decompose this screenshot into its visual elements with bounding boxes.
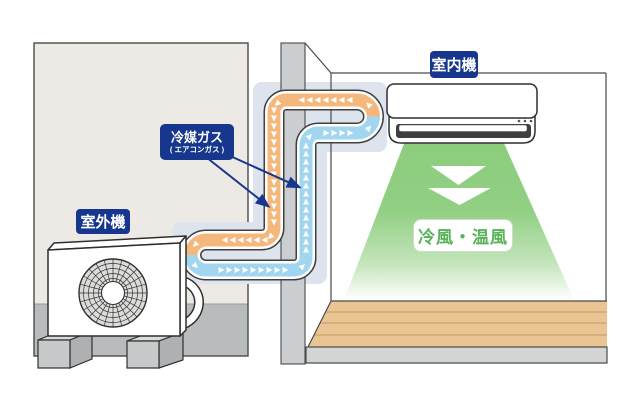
refrigerant-title: 冷媒ガス [170, 129, 223, 145]
indicator-lights [517, 119, 533, 123]
refrigerant-pipes [180, 89, 384, 281]
outdoor-unit-label: 室外機 [76, 209, 130, 234]
floor-base [305, 346, 608, 364]
unit-main-body [386, 83, 538, 119]
indoor-unit [386, 83, 538, 144]
arrow-to-blue-pipe [227, 154, 302, 189]
arrow-to-orange-pipe [205, 156, 271, 208]
down-arrow-icon [431, 166, 486, 185]
unit-side-face [179, 235, 187, 337]
pipe-orange-outgoing [184, 93, 380, 256]
outdoor-unit [37, 235, 204, 369]
louver-flap [398, 124, 528, 132]
airflow-label-text: 冷風・温風 [418, 228, 508, 247]
indoor-unit-label: 室内機 [430, 51, 478, 78]
wood-floor [308, 301, 607, 347]
down-arrow-icon [428, 188, 491, 205]
callout-arrows [205, 154, 302, 208]
fan-grille-icon [78, 258, 148, 328]
flow-arrow-icons [191, 97, 373, 273]
refrigerant-subtitle: ( エアコンガス ) [169, 145, 225, 154]
floor-corner-diagonal [307, 300, 332, 348]
airflow-label: 冷風・温風 [413, 219, 513, 252]
wall-ceiling-diagonal [304, 42, 332, 74]
indoor-unit-label-text: 室内機 [431, 57, 477, 74]
refrigerant-gas-label: 冷媒ガス ( エアコンガス ) [160, 124, 234, 160]
room-floor [305, 300, 608, 364]
outdoor-unit-label-text: 室外機 [80, 214, 126, 231]
